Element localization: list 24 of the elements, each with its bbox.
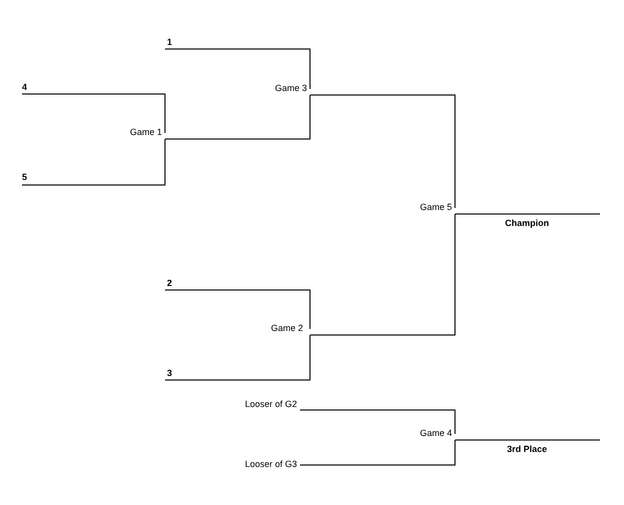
bracket-line bbox=[164, 334, 310, 380]
bracket-line bbox=[300, 440, 456, 466]
seed-number: 5 bbox=[22, 172, 28, 183]
result-label: Champion bbox=[505, 218, 549, 229]
seed-number: 1 bbox=[167, 37, 172, 48]
seed-number: 4 bbox=[22, 82, 28, 93]
bracket-line bbox=[164, 290, 310, 330]
bracket-line bbox=[310, 214, 456, 336]
bracket-line bbox=[300, 410, 456, 434]
bracket-line bbox=[22, 94, 166, 134]
result-label: 3rd Place bbox=[507, 444, 548, 455]
bracket-line bbox=[310, 94, 456, 208]
game-label: Game 5 bbox=[420, 202, 452, 213]
seed-number: 2 bbox=[167, 278, 172, 289]
seed-number: 3 bbox=[167, 368, 172, 379]
game-label: Game 2 bbox=[271, 323, 304, 334]
game-label: Game 3 bbox=[275, 83, 308, 94]
game-label: Game 4 bbox=[420, 428, 452, 439]
bracket-line bbox=[164, 48, 310, 90]
team-label: Looser of G3 bbox=[245, 459, 298, 470]
bracket-line bbox=[164, 94, 310, 140]
bracket-line bbox=[22, 138, 166, 186]
game-label: Game 1 bbox=[130, 127, 162, 138]
team-label: Looser of G2 bbox=[245, 399, 298, 410]
